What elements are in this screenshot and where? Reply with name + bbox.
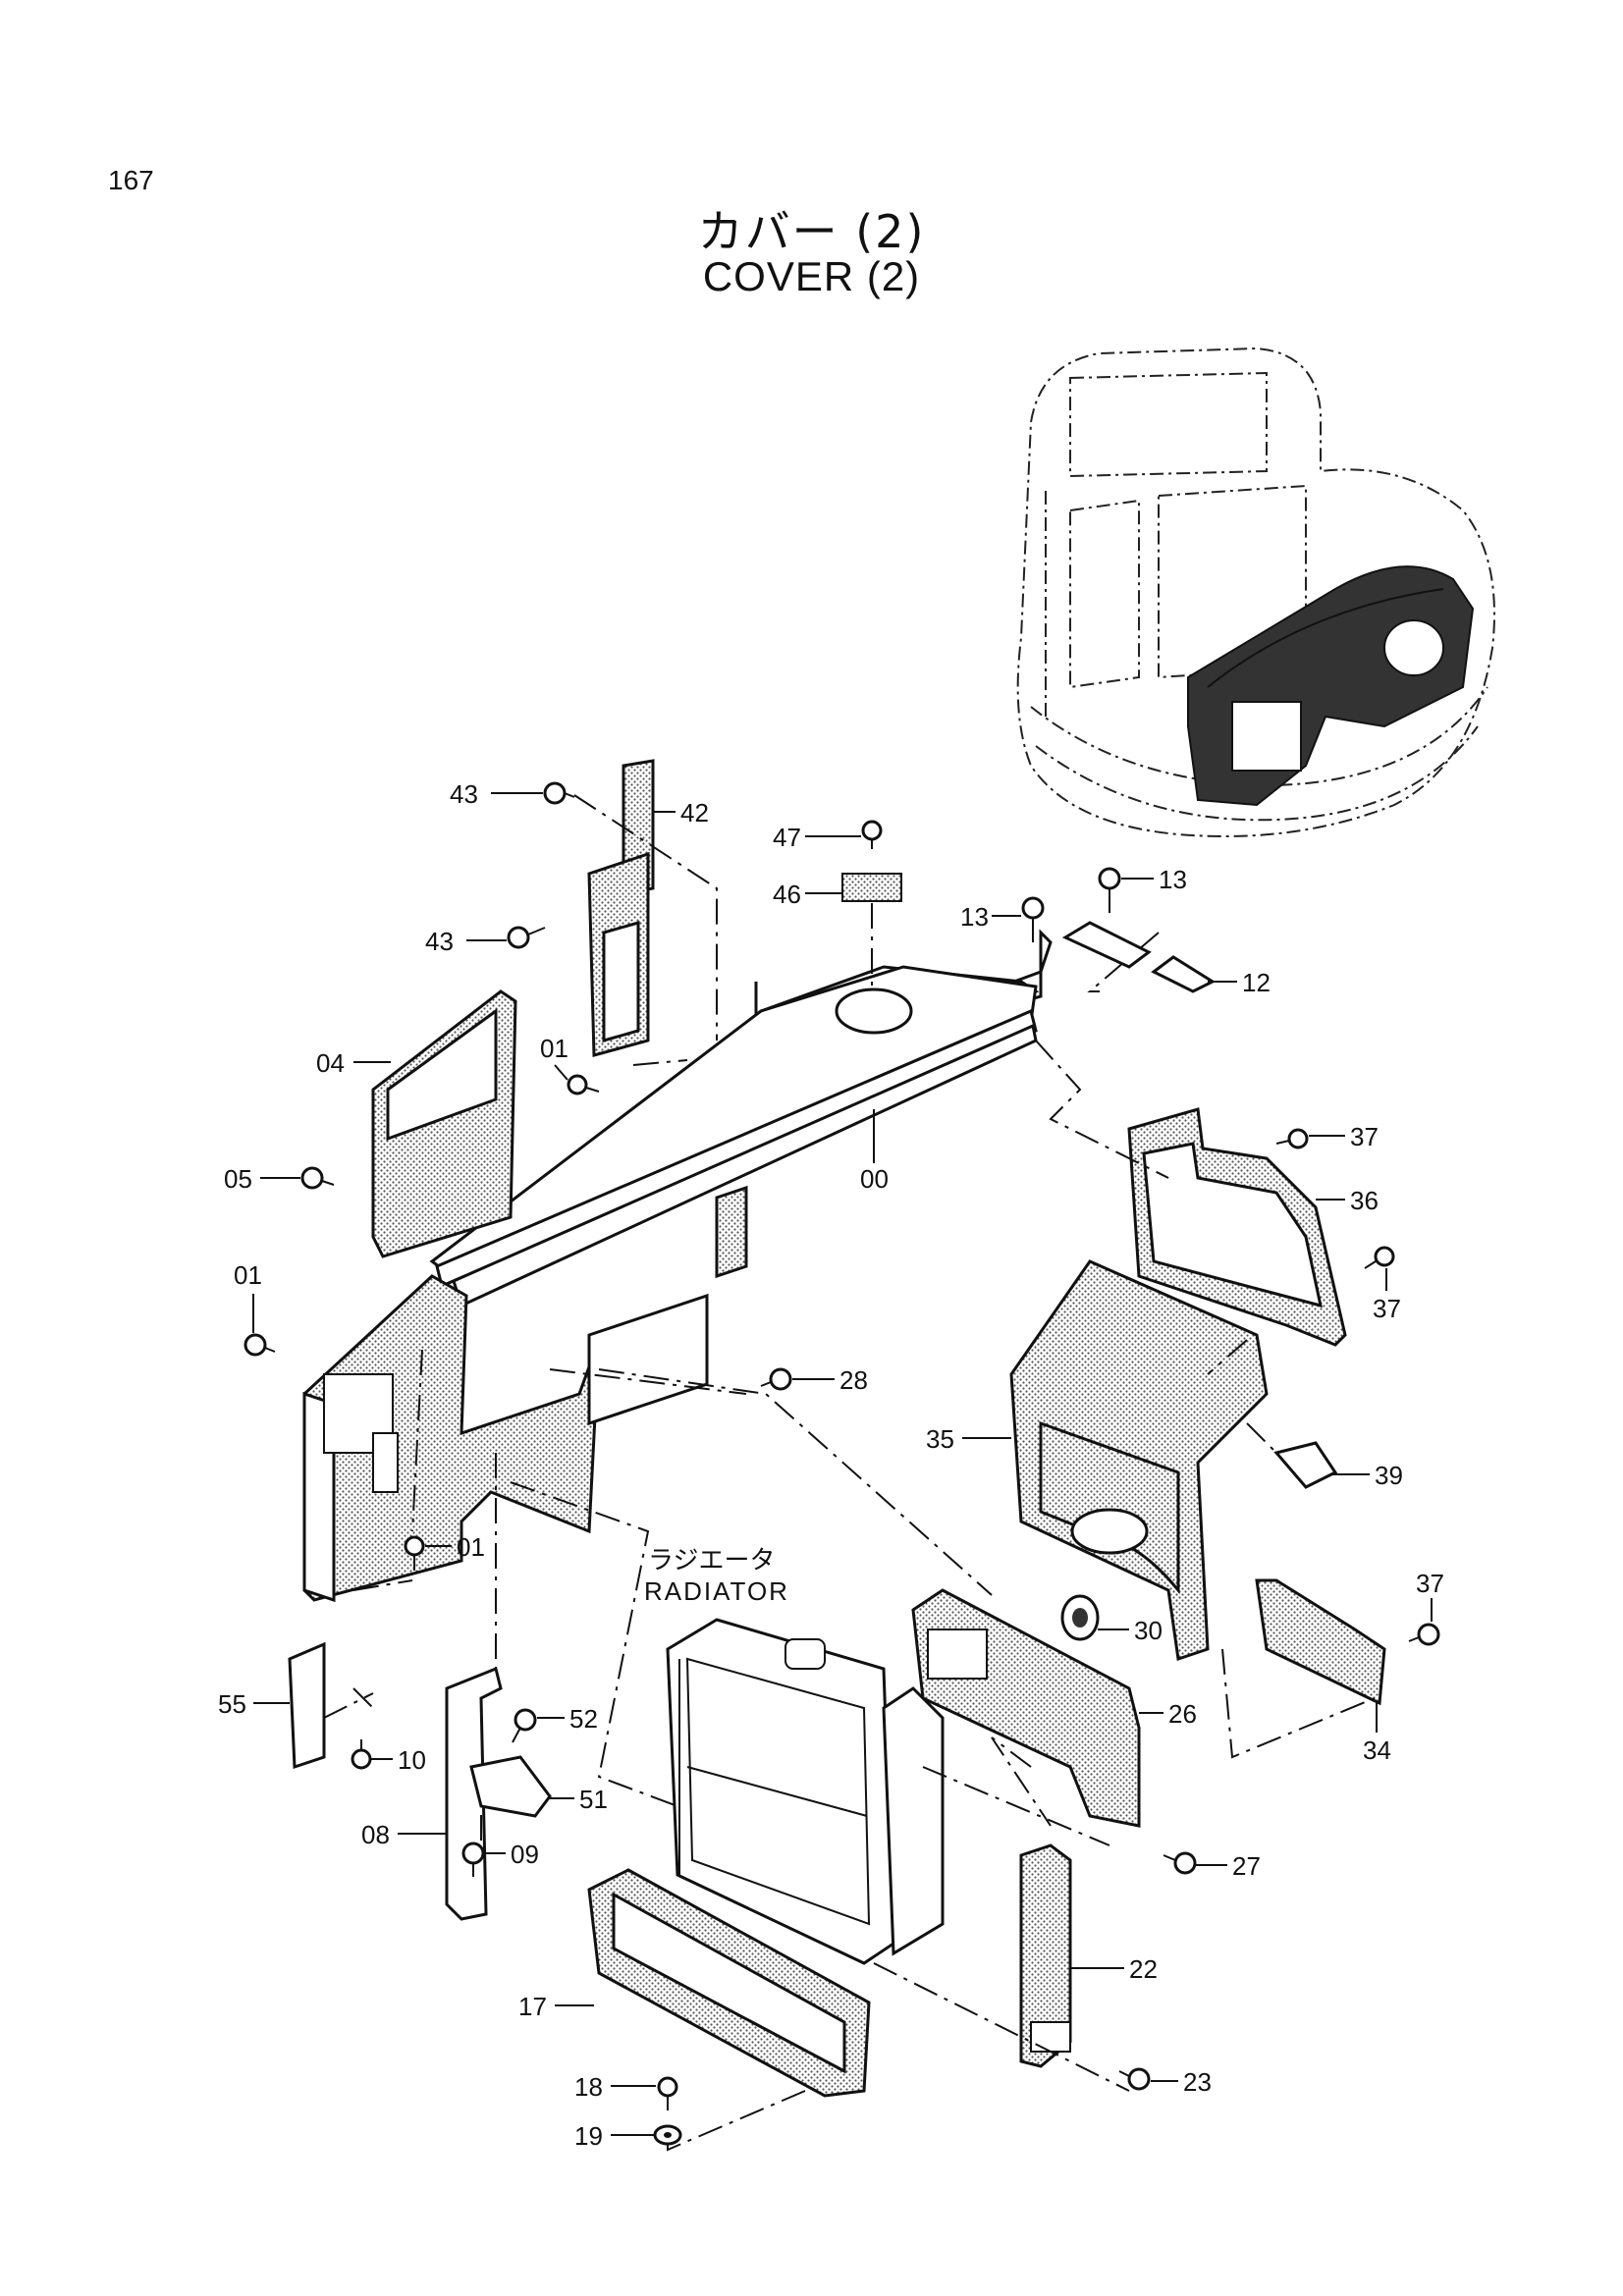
bracket-39 — [1273, 1441, 1338, 1489]
callout-label: 30 — [1134, 1616, 1163, 1645]
washer-19 — [653, 2124, 682, 2146]
callout-label: 43 — [425, 927, 454, 956]
callout-label: 35 — [926, 1424, 954, 1454]
callout-label: 39 — [1375, 1461, 1403, 1490]
callouts: 43 42 47 46 13 13 12 43 04 01 00 05 37 3… — [218, 779, 1444, 2151]
callout-label: 12 — [1242, 968, 1271, 997]
callout-label: 52 — [569, 1704, 598, 1734]
shroud-35 — [1009, 1259, 1269, 1661]
assembly-lines — [323, 794, 1376, 2152]
bolt-37-a — [1275, 1128, 1309, 1149]
bolt-13-left — [1021, 896, 1045, 942]
callout-label: 01 — [540, 1034, 568, 1063]
bolt-27 — [1163, 1851, 1197, 1875]
radiator-label-japanese: ラジエータ — [648, 1546, 775, 1575]
callout-label: 23 — [1183, 2067, 1212, 2097]
bolt-43-lower — [507, 926, 546, 949]
callout-label: 27 — [1232, 1851, 1261, 1881]
bolt-37-b — [1364, 1246, 1395, 1269]
callout-label: 37 — [1373, 1294, 1401, 1323]
bolt-52 — [512, 1708, 537, 1743]
callout-label: 13 — [1159, 865, 1187, 894]
callout-label: 13 — [960, 902, 989, 932]
block-46 — [841, 873, 902, 902]
callout-label: 47 — [773, 823, 801, 852]
title-japanese: カバー (2) — [697, 205, 926, 258]
bolt-05 — [300, 1166, 335, 1190]
bolt-13-right — [1098, 867, 1121, 913]
callout-label: 22 — [1129, 1954, 1158, 1984]
page-number: 167 — [108, 165, 154, 195]
callout-label: 08 — [361, 1820, 390, 1849]
callout-label: 37 — [1350, 1122, 1379, 1151]
callout-label: 04 — [316, 1048, 345, 1078]
callout-label: 05 — [224, 1164, 252, 1194]
cover-17 — [587, 1868, 871, 2098]
bolt-23 — [1118, 2067, 1151, 2091]
radiator — [666, 1618, 945, 1965]
callout-label: 19 — [574, 2121, 603, 2151]
bracket-42 — [587, 759, 655, 1057]
cover-22 — [1019, 1843, 1072, 2068]
callout-label: 01 — [457, 1532, 485, 1562]
bolt-01-c — [404, 1535, 425, 1571]
title-english: COVER (2) — [702, 253, 921, 299]
callout-label: 51 — [579, 1785, 608, 1814]
callout-label: 18 — [574, 2072, 603, 2102]
radiator-label-english: RADIATOR — [644, 1576, 789, 1606]
callout-label: 42 — [680, 798, 709, 828]
callout-label: 10 — [398, 1745, 426, 1775]
callout-label: 01 — [234, 1260, 262, 1290]
plate-12 — [1061, 921, 1217, 993]
callout-label: 00 — [860, 1164, 889, 1194]
bolt-37-c — [1408, 1623, 1440, 1646]
panel-04 — [371, 989, 517, 1258]
plate-55 — [288, 1641, 326, 1770]
machine-overview — [1016, 347, 1495, 837]
callout-label: 43 — [450, 779, 478, 809]
bolt-28 — [760, 1367, 792, 1391]
callout-label: 46 — [773, 880, 801, 909]
callout-label: 34 — [1363, 1735, 1391, 1765]
bolt-18 — [657, 2076, 678, 2110]
bolt-01-a — [567, 1074, 600, 1095]
bolt-47 — [861, 820, 883, 849]
callout-label: 36 — [1350, 1186, 1379, 1215]
bolt-01-b — [243, 1333, 276, 1357]
shroud-26 — [911, 1588, 1141, 1828]
callout-label: 17 — [518, 1992, 547, 2021]
callout-label: 09 — [511, 1840, 539, 1869]
main-frame-00 — [302, 929, 1053, 1603]
bolt-43-upper — [543, 781, 575, 805]
bolt-10 — [351, 1739, 372, 1770]
callout-label: 55 — [218, 1689, 246, 1719]
callout-label: 28 — [839, 1365, 868, 1395]
callout-label: 26 — [1168, 1699, 1197, 1729]
seal-30 — [1060, 1594, 1100, 1641]
shroud-36 — [1127, 1107, 1347, 1347]
callout-label: 37 — [1416, 1569, 1444, 1598]
bracket-51 — [469, 1755, 552, 1818]
cover-34 — [1255, 1578, 1386, 1706]
